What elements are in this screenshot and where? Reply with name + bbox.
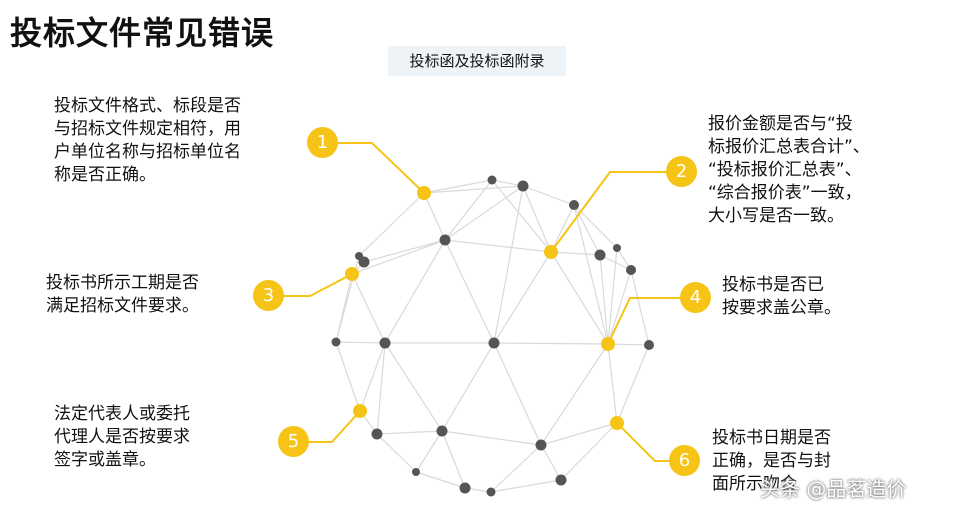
watermark: 头条 @品茗造价	[760, 477, 907, 501]
mesh-node	[613, 244, 621, 252]
accent-node	[544, 245, 558, 259]
mesh-edge	[423, 185, 524, 194]
callout-lines	[269, 142, 696, 462]
mesh-edge	[358, 192, 425, 257]
mesh-edge	[444, 239, 552, 253]
mesh-edge	[540, 422, 618, 446]
mesh-node	[459, 482, 471, 494]
note-6: 投标书日期是否 正确，是否与封 面所示吻合	[712, 428, 831, 494]
accent-node	[345, 267, 359, 281]
callout-line	[550, 171, 682, 253]
mesh-edge	[376, 342, 386, 435]
mesh-edge	[423, 192, 446, 241]
mesh-edge	[607, 247, 618, 345]
mesh-edge	[415, 471, 466, 489]
number-badge-6: 6	[669, 445, 700, 476]
mesh-node	[436, 425, 448, 437]
note-2: 报价金额是否与“投 标报价汇总表合计”、 “投标报价汇总表”、 “综合报价表”一…	[708, 114, 870, 226]
note-4: 投标书是否已 按要求盖公章。	[722, 275, 841, 318]
accent-node	[610, 416, 624, 430]
callout-line	[607, 297, 696, 345]
mesh-node	[371, 428, 383, 440]
accent-node	[417, 186, 431, 200]
mesh-node	[379, 337, 391, 349]
mesh-edge	[359, 342, 386, 412]
mesh-edge	[493, 342, 542, 446]
mesh-node	[594, 249, 606, 261]
mesh-edge	[630, 269, 650, 346]
mesh-edges	[335, 179, 650, 493]
mesh-node	[412, 468, 420, 476]
number-badge-1: 1	[307, 127, 338, 158]
note-5: 法定代表人或委托 代理人是否按要求 签字或盖章。	[54, 404, 190, 470]
accent-node	[353, 404, 367, 418]
mesh-edge	[384, 342, 443, 432]
mesh-edge	[607, 343, 618, 424]
mesh-edge	[376, 430, 443, 435]
mesh-edge	[441, 430, 466, 489]
mesh-edge	[616, 344, 650, 424]
callout-line	[323, 142, 425, 194]
mesh-node	[626, 265, 636, 275]
mesh-edge	[522, 185, 552, 253]
mesh-node	[644, 340, 654, 350]
number-badge-3: 3	[253, 280, 284, 311]
note-3: 投标书所示工期是否 满足招标文件要求。	[46, 273, 199, 316]
mesh-edge	[444, 185, 524, 241]
mesh-edge	[522, 185, 575, 206]
mesh-edge	[335, 341, 361, 412]
mesh-edge	[560, 422, 618, 481]
mesh-edge	[573, 204, 609, 345]
mesh-edge	[493, 342, 609, 345]
mesh-edge	[441, 430, 542, 446]
mesh-node	[569, 200, 579, 210]
mesh-node	[517, 180, 529, 192]
page-title: 投标文件常见错误	[10, 14, 275, 52]
mesh-edge	[351, 239, 446, 275]
mesh-edge	[550, 251, 609, 345]
mesh-edge	[550, 251, 601, 256]
note-1: 投标文件格式、标段是否 与招标文件规定相符，用 户单位名称与招标单位名 称是否正…	[54, 96, 241, 185]
mesh-edge	[376, 433, 417, 473]
number-badge-2: 2	[666, 156, 697, 187]
section-subtitle: 投标函及投标函附录	[388, 46, 566, 76]
number-badge-5: 5	[278, 426, 309, 457]
mesh-edge	[550, 204, 575, 253]
mesh-edge	[490, 444, 542, 493]
mesh-edge	[491, 179, 552, 253]
mesh-edge	[444, 239, 495, 344]
mesh-edge	[415, 430, 443, 473]
mesh-edge	[441, 342, 495, 432]
mesh-node	[555, 474, 567, 486]
mesh-edge	[599, 254, 609, 345]
mesh-edge	[540, 343, 609, 446]
mesh-node	[486, 487, 496, 497]
mesh-edge	[493, 251, 552, 344]
mesh-node	[331, 337, 341, 347]
accent-nodes	[345, 186, 624, 430]
mesh-edge	[490, 479, 562, 493]
mesh-edge	[607, 269, 632, 345]
mesh-edge	[423, 179, 493, 194]
mesh-nodes	[331, 175, 654, 497]
number-badge-4: 4	[680, 282, 711, 313]
accent-node	[601, 337, 615, 351]
mesh-edge	[573, 204, 601, 256]
mesh-edge	[335, 341, 386, 344]
mesh-node	[535, 439, 547, 451]
mesh-node	[487, 175, 497, 185]
mesh-edge	[444, 179, 493, 241]
mesh-node	[355, 252, 363, 260]
mesh-edge	[363, 239, 446, 263]
mesh-edge	[384, 239, 446, 344]
mesh-edge	[540, 444, 562, 481]
mesh-edge	[351, 273, 386, 344]
mesh-node	[488, 337, 500, 349]
mesh-node	[439, 234, 451, 246]
